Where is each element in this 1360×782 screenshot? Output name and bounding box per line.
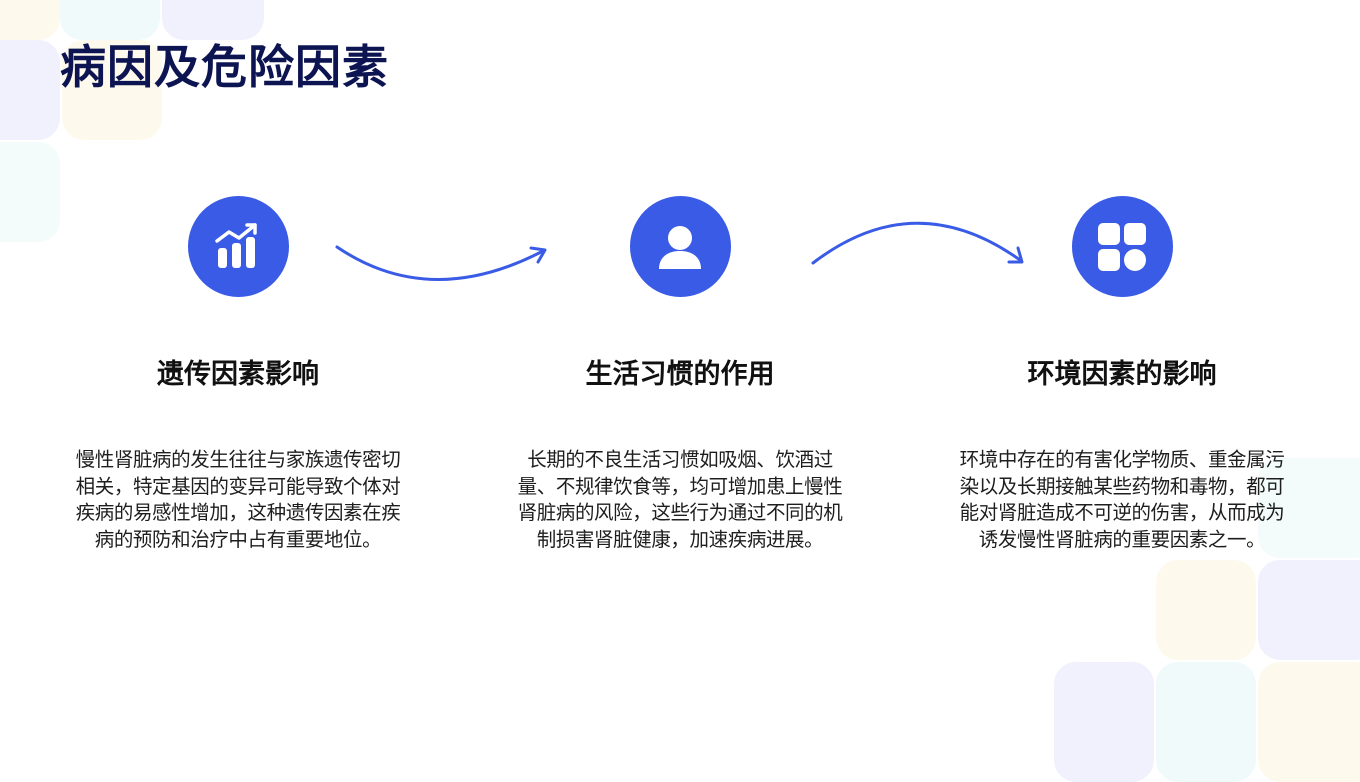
decor-tile — [1258, 458, 1360, 558]
factor-description: 慢性肾脏病的发生往往与家族遗传密切相关，特定基因的变异可能导致个体对疾病的易感性… — [75, 448, 401, 551]
decor-tile — [0, 0, 60, 40]
decor-tile — [62, 40, 162, 140]
decor-tile — [0, 40, 60, 140]
grid-apps-icon — [1098, 222, 1146, 271]
decor-tile — [60, 0, 160, 40]
factor-heading: 遗传因素影响 — [157, 359, 319, 390]
factor-description: 长期的不良生活习惯如吸烟、饮酒过量、不规律饮食等，均可增加患上慢性肾脏病的风险，… — [517, 448, 843, 551]
user-icon — [659, 225, 701, 269]
decor-tile — [1156, 662, 1256, 782]
decor-tile — [0, 142, 60, 242]
factor-description: 环境中存在的有害化学物质、重金属污染以及长期接触某些药物和毒物，都可能对肾脏造成… — [959, 448, 1285, 551]
factor-card-lifestyle: 生活习惯的作用 长期的不良生活习惯如吸烟、饮酒过量、不规律饮食等，均可增加患上慢… — [515, 196, 845, 553]
decor-tile — [1258, 662, 1360, 782]
icon-circle — [187, 196, 289, 297]
chart-growth-icon — [215, 222, 257, 268]
decor-tile — [162, 0, 264, 40]
decor-tile — [1054, 662, 1154, 782]
factor-heading: 环境因素的影响 — [1027, 359, 1217, 390]
page-title: 病因及危险因素 — [60, 40, 389, 94]
flow-arrow-1 — [335, 245, 547, 281]
factor-card-genetic: 遗传因素影响 慢性肾脏病的发生往往与家族遗传密切相关，特定基因的变异可能导致个体… — [73, 196, 403, 553]
factor-card-environment: 环境因素的影响 环境中存在的有害化学物质、重金属污染以及长期接触某些药物和毒物，… — [957, 196, 1287, 553]
icon-circle — [1071, 196, 1173, 297]
icon-circle — [629, 196, 731, 297]
factor-heading: 生活习惯的作用 — [585, 359, 775, 390]
decor-tile — [1156, 560, 1256, 660]
flow-arrow-2 — [811, 221, 1024, 265]
decor-tile — [1258, 560, 1360, 660]
